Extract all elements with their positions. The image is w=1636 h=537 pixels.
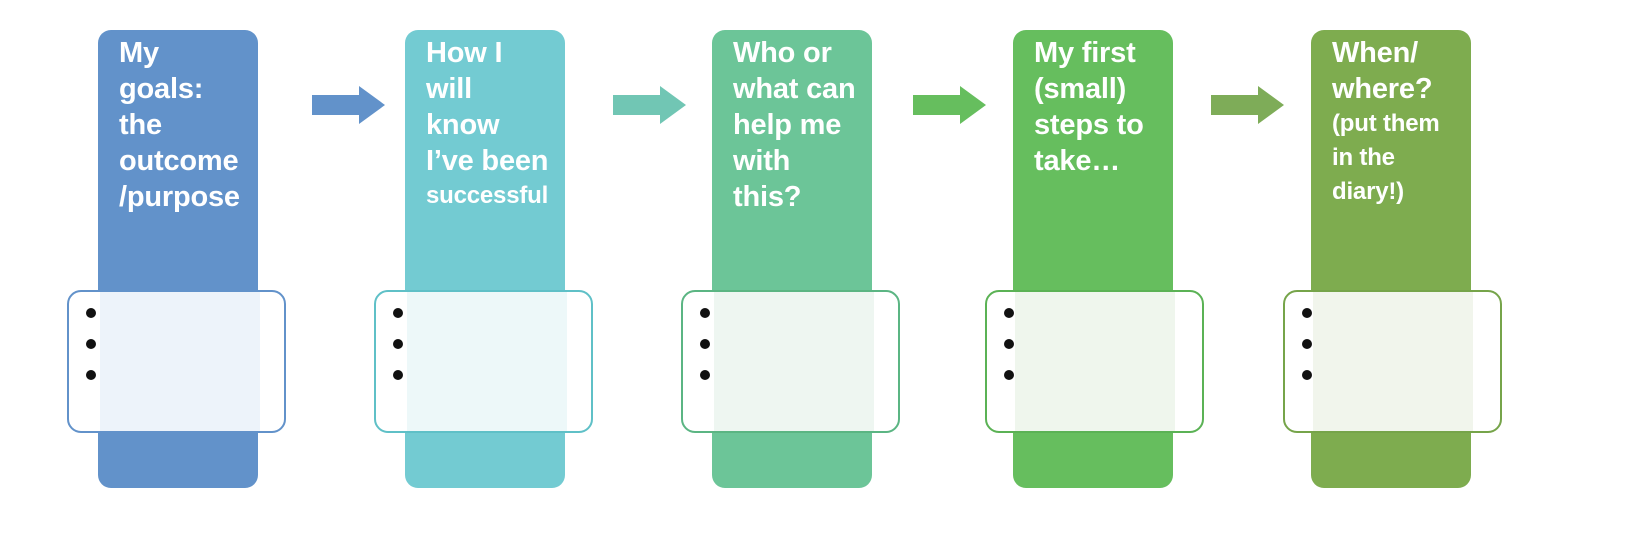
step-label-line: steps to — [1034, 109, 1144, 141]
step-label-line: goals: — [119, 73, 204, 105]
step-notes-box-4[interactable] — [985, 290, 1204, 433]
bullet-list-3 — [700, 308, 710, 380]
bullet-item[interactable] — [86, 339, 96, 349]
step-label-line-small: successful — [426, 182, 549, 209]
step-label-line: I’ve been — [426, 145, 549, 177]
bullet-item[interactable] — [1302, 339, 1312, 349]
flow-arrow-right-icon-4 — [1211, 86, 1284, 124]
bullet-item[interactable] — [1004, 308, 1014, 318]
step-label-line: (small) — [1034, 73, 1127, 105]
step-label-line: the — [119, 109, 162, 141]
step-notes-box-2[interactable] — [374, 290, 593, 433]
step-label-line: /purpose — [119, 181, 240, 213]
step-label-line: When/ — [1332, 37, 1418, 69]
bullet-item[interactable] — [1004, 370, 1014, 380]
bullet-item[interactable] — [700, 339, 710, 349]
step-label-line: this? — [733, 181, 802, 213]
step-notes-box-1[interactable] — [67, 290, 286, 433]
bullet-item[interactable] — [1004, 339, 1014, 349]
step-label-line: will — [426, 73, 472, 105]
step-label-line: outcome — [119, 145, 239, 177]
bullet-item[interactable] — [393, 339, 403, 349]
bullet-item[interactable] — [700, 308, 710, 318]
step-label-4: My first (small) steps to take… — [1034, 35, 1167, 179]
step-label-line: know — [426, 109, 500, 141]
step-label-line: Who or — [733, 37, 832, 69]
bullet-item[interactable] — [86, 308, 96, 318]
bullet-item[interactable] — [393, 370, 403, 380]
bullet-item[interactable] — [393, 308, 403, 318]
bullet-item[interactable] — [1302, 308, 1312, 318]
bullet-list-5 — [1302, 308, 1312, 380]
step-label-3: Who or what can help me with this? — [733, 35, 866, 215]
flow-arrow-right-icon-1 — [312, 86, 385, 124]
step-notes-box-5[interactable] — [1283, 290, 1502, 433]
step-label-line: where? — [1332, 73, 1433, 105]
step-notes-box-3[interactable] — [681, 290, 900, 433]
bullet-item[interactable] — [86, 370, 96, 380]
step-label-1: My goals: the outcome/purpose — [119, 35, 252, 215]
step-label-line: take… — [1034, 145, 1121, 177]
step-label-line-small: (put them — [1332, 110, 1440, 137]
bullet-item[interactable] — [700, 370, 710, 380]
step-label-line: How I — [426, 37, 503, 69]
bullet-list-2 — [393, 308, 403, 380]
bullet-list-4 — [1004, 308, 1014, 380]
bullet-list-1 — [86, 308, 96, 380]
step-label-line: My — [119, 37, 159, 69]
flow-arrow-right-icon-3 — [913, 86, 986, 124]
step-label-line-small: diary!) — [1332, 178, 1404, 205]
step-label-line: help me — [733, 109, 842, 141]
bullet-item[interactable] — [1302, 370, 1312, 380]
flow-arrow-right-icon-2 — [613, 86, 686, 124]
step-label-5: When/where? (put them in the diary!) — [1332, 35, 1465, 209]
step-label-line-small: in the — [1332, 144, 1395, 171]
step-label-line: with — [733, 145, 791, 177]
step-label-line: what can — [733, 73, 856, 105]
step-label-line: My first — [1034, 37, 1136, 69]
